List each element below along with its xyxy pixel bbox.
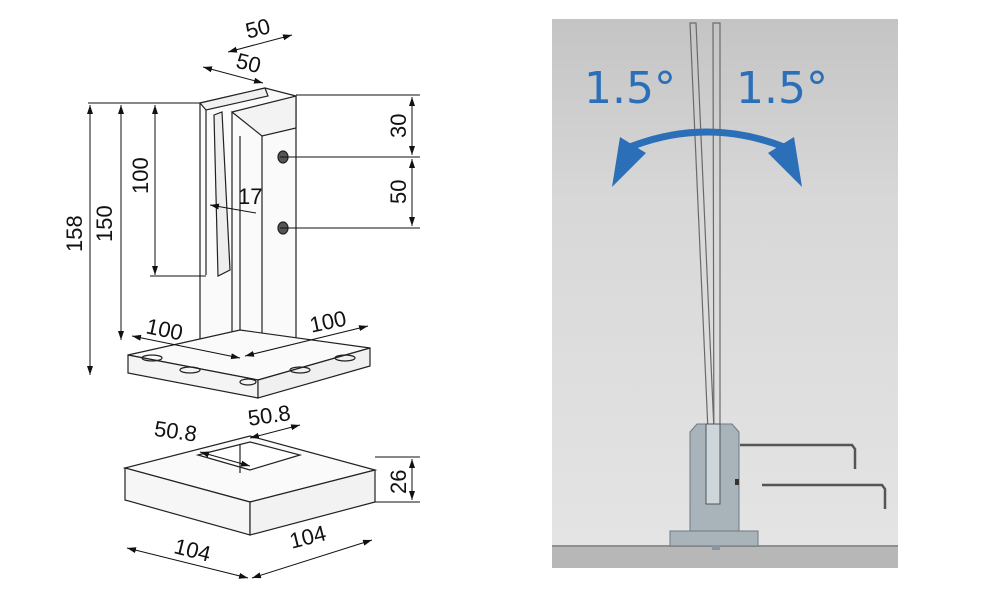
- dim-cover-width-right: 104: [287, 520, 329, 553]
- dim-base-width-right: 100: [307, 306, 348, 338]
- dim-slot-depth: 100: [128, 157, 153, 194]
- dim-slot-width: 17: [238, 184, 262, 209]
- dim-hole-spacing: 50: [386, 180, 411, 204]
- dim-cover-width-left: 104: [172, 534, 214, 567]
- arrow-head-left-icon: [612, 137, 646, 187]
- dim-opening-a: 50.8: [153, 416, 199, 447]
- glass-tilt-illustration: 1.5° 1.5°: [552, 19, 898, 568]
- tilt-angle-right: 1.5°: [736, 63, 828, 114]
- cover-plate: [122, 435, 378, 536]
- spigot-illustration: [669, 423, 759, 550]
- tilt-arc-arrow-icon: [628, 128, 786, 151]
- dim-opening-b: 50.8: [246, 400, 292, 431]
- dim-top-width-b: 50: [234, 48, 264, 78]
- dim-base-width-left: 100: [144, 313, 185, 345]
- allen-keys: [740, 443, 887, 509]
- spigot-technical-drawing: 50 50 158 150 100 17 30 50 100 100 50.8 …: [62, 13, 420, 579]
- arrow-head-right-icon: [768, 137, 802, 187]
- dim-total-height: 158: [62, 215, 87, 252]
- dim-hole-top-offset: 30: [386, 114, 411, 138]
- tilt-angle-left: 1.5°: [584, 63, 676, 114]
- dim-cover-height: 26: [386, 470, 411, 494]
- floor: [552, 546, 898, 568]
- spigot-body: [198, 87, 297, 373]
- dim-top-width-a: 50: [243, 13, 273, 43]
- dim-body-height: 150: [92, 205, 117, 242]
